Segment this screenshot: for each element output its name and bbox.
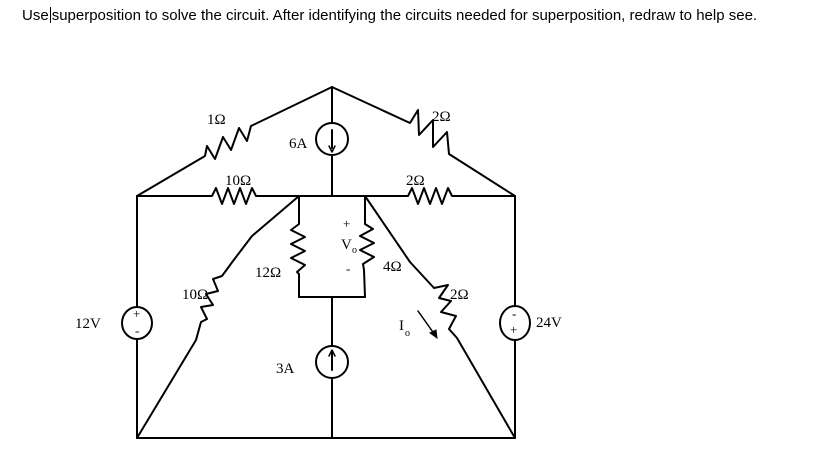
source-12v-minus: -	[135, 323, 139, 338]
vo-plus: +	[343, 216, 350, 231]
source-24v-plus: +	[510, 322, 517, 337]
vo-minus: -	[346, 261, 350, 276]
label-12v: 12V	[75, 316, 101, 332]
wire-middle-horizontal	[136, 187, 516, 205]
current-source-3a	[315, 345, 349, 379]
label-vo: V	[341, 237, 352, 253]
label-vo-sub: o	[352, 245, 357, 256]
label-3a: 3A	[276, 361, 295, 377]
arrow-3a-head	[328, 349, 336, 357]
voltage-source-24v	[499, 305, 531, 341]
label-6a: 6A	[289, 136, 308, 152]
wire-lower-left	[136, 195, 300, 439]
arrow-6a-head	[328, 145, 336, 153]
label-r-center-right: 4Ω	[383, 259, 402, 275]
source-12v-plus: +	[133, 306, 140, 321]
current-source-6a	[315, 122, 349, 156]
label-r-top-right: 2Ω	[432, 109, 451, 125]
label-r-lower-left: 10Ω	[182, 287, 208, 303]
label-24v: 24V	[536, 315, 562, 331]
wire-top-right	[331, 86, 516, 197]
wire-top-left	[136, 86, 333, 197]
label-r-mid-right: 2Ω	[406, 173, 425, 189]
source-24v-minus: -	[512, 306, 516, 321]
prompt-word-use: Use	[22, 7, 49, 24]
wire-center-right	[359, 195, 375, 298]
io-arrow-head	[429, 329, 438, 340]
label-r-mid-left: 10Ω	[225, 173, 251, 189]
voltage-source-12v	[121, 306, 153, 340]
label-r-lower-right: 2Ω	[450, 287, 469, 303]
wire-lower-right	[364, 195, 516, 439]
io-arrow-shaft	[417, 310, 436, 336]
prompt-text: superposition to solve the circuit. Afte…	[51, 7, 758, 24]
wire-center-left	[290, 195, 306, 298]
label-r-center-left: 12Ω	[255, 265, 281, 281]
label-r-top-left: 1Ω	[207, 112, 226, 128]
label-io-sub: o	[405, 328, 410, 339]
label-io: I	[399, 318, 404, 334]
text-cursor	[49, 7, 51, 23]
